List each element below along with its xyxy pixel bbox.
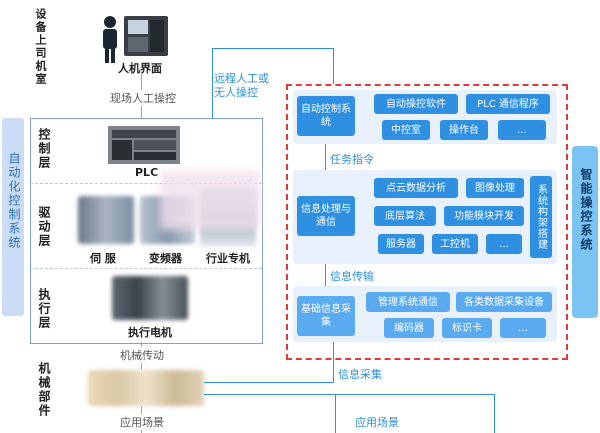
remote-line-h bbox=[212, 48, 334, 49]
smart-system-frame bbox=[286, 84, 568, 360]
remote-line-v bbox=[212, 48, 213, 118]
more-box-3: … bbox=[500, 318, 546, 338]
drive-layer-label: 驱动层 bbox=[37, 206, 51, 248]
hmi-label: 人机界面 bbox=[118, 62, 162, 75]
collect-line-h bbox=[204, 382, 334, 383]
function-module-box: 功能模块开发 bbox=[444, 206, 524, 226]
architecture-box: 系统构架搭建 bbox=[530, 176, 552, 258]
server-box: 服务器 bbox=[378, 234, 424, 254]
servo-image bbox=[78, 196, 134, 244]
smart-system-tag bbox=[572, 146, 598, 318]
image-process-box: 图像处理 bbox=[466, 178, 524, 198]
pink-overlay bbox=[160, 170, 260, 230]
remote-line-v2 bbox=[333, 48, 334, 84]
motor-label: 执行电机 bbox=[128, 326, 172, 339]
plc-comm-box: PLC 通信程序 bbox=[466, 94, 550, 114]
auto-software-box: 自动操控软件 bbox=[374, 94, 458, 114]
app-line-h bbox=[204, 394, 494, 395]
industrial-pc-box: 工控机 bbox=[432, 234, 478, 254]
mgmt-comm-box: 管理系统通信 bbox=[366, 292, 450, 312]
info-collect-arrow bbox=[333, 342, 334, 382]
plc-icon bbox=[108, 126, 180, 164]
low-level-algo-box: 底层算法 bbox=[374, 206, 436, 226]
more-box-1: … bbox=[498, 120, 546, 140]
id-card-box: 标识卡 bbox=[442, 318, 492, 338]
info-trans-label: 信息传输 bbox=[330, 270, 374, 283]
auto-system-tag bbox=[2, 118, 24, 316]
mech-parts-image bbox=[88, 370, 204, 406]
servo-label: 伺 服 bbox=[90, 252, 116, 265]
auto-system-frame bbox=[30, 118, 263, 344]
inverter-label: 变频器 bbox=[149, 252, 182, 265]
info-trans-arrow bbox=[325, 264, 326, 286]
application-label-2: 应用场景 bbox=[355, 416, 399, 429]
app-line-v2 bbox=[335, 394, 336, 433]
base-collect-box: 基础信息采集 bbox=[297, 296, 355, 336]
more-box-2: … bbox=[486, 234, 522, 254]
mech-parts-label: 机械部件 bbox=[37, 362, 51, 418]
info-processing-box: 信息处理与通信 bbox=[297, 196, 355, 236]
control-room-box: 中控室 bbox=[382, 120, 430, 140]
task-cmd-arrow bbox=[325, 144, 326, 170]
application-label: 应用场景 bbox=[120, 414, 164, 430]
info-collect-label: 信息采集 bbox=[338, 368, 382, 381]
plc-label: PLC bbox=[135, 166, 159, 179]
motor-image bbox=[112, 276, 188, 320]
layer-divider-1 bbox=[30, 183, 262, 184]
layer-divider-2 bbox=[30, 268, 262, 269]
equipment-room-label: 设备上司机室 bbox=[34, 8, 47, 86]
auto-system-label: 自动化控制系统 bbox=[7, 152, 21, 250]
onsite-control-label: 现场人工操控 bbox=[110, 90, 176, 106]
hmi-icon bbox=[100, 14, 170, 64]
console-box: 操作台 bbox=[440, 120, 488, 140]
encoder-box: 编码器 bbox=[384, 318, 434, 338]
exec-layer-label: 执行层 bbox=[37, 288, 51, 330]
smart-system-label: 智能操控系统 bbox=[579, 168, 593, 252]
auto-control-box: 自动控制系统 bbox=[297, 96, 355, 136]
industry-machine-label: 行业专机 bbox=[206, 252, 250, 265]
task-cmd-label: 任务指令 bbox=[330, 153, 374, 166]
remote-label: 远程人工或无人操控 bbox=[214, 72, 269, 99]
point-cloud-box: 点云数据分析 bbox=[374, 178, 458, 198]
control-layer-label: 控制层 bbox=[37, 128, 51, 170]
app-line-v bbox=[494, 394, 495, 433]
mech-drive-label: 机械传动 bbox=[120, 347, 164, 363]
data-collect-device-box: 各类数据采集设备 bbox=[456, 292, 552, 312]
